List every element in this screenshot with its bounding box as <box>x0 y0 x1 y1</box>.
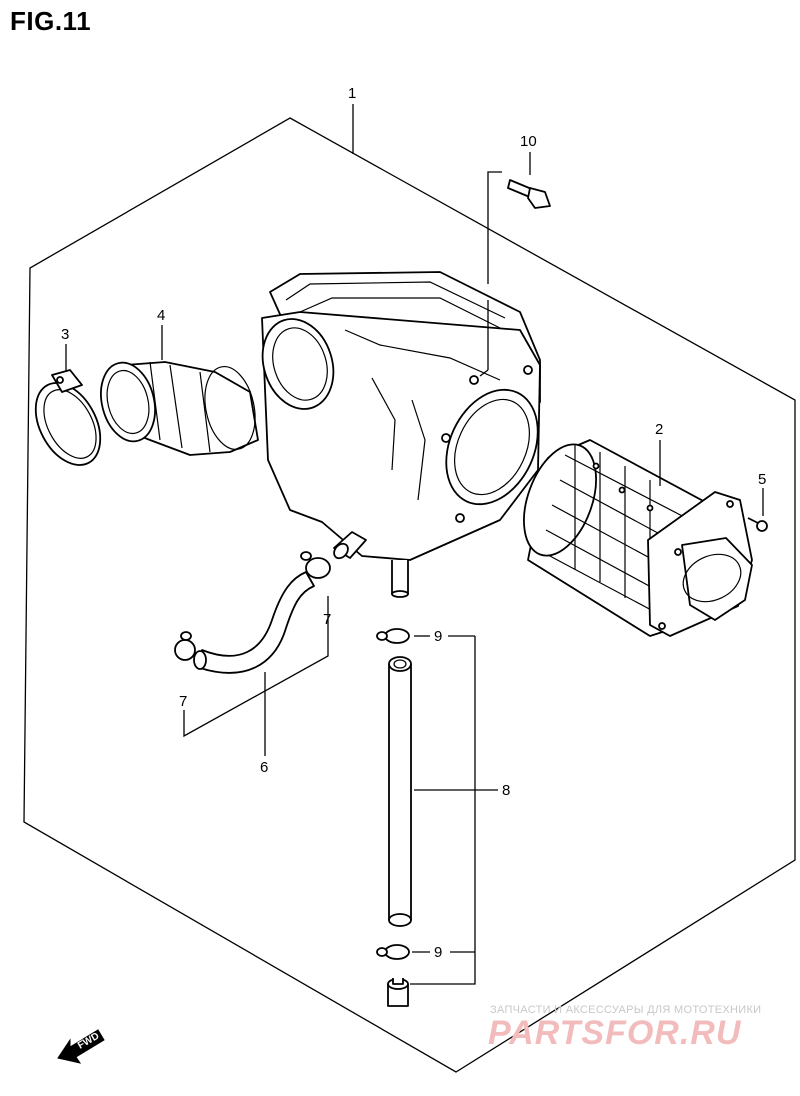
screw-5[interactable] <box>747 517 768 532</box>
tube-clip-lower[interactable] <box>376 944 410 960</box>
callout-10: 10 <box>520 133 537 150</box>
callout-2: 2 <box>655 421 663 438</box>
callout-8: 8 <box>502 782 510 799</box>
intake-pipe[interactable] <box>93 357 262 456</box>
watermark-brand: PARTSFOR.RU <box>488 1014 742 1052</box>
callout-7-lower: 7 <box>179 693 187 710</box>
air-cleaner-element[interactable] <box>510 435 753 637</box>
air-cleaner-case[interactable] <box>251 271 555 598</box>
hose-clamp[interactable] <box>23 369 114 476</box>
leader-lines <box>65 104 764 985</box>
hose-clip-upper[interactable] <box>300 551 331 579</box>
drain-plug[interactable] <box>387 978 409 1007</box>
callout-9-lower: 9 <box>434 944 442 961</box>
assembly-outline <box>23 117 796 1073</box>
callout-6: 6 <box>260 759 268 776</box>
bolt-10[interactable] <box>507 179 551 209</box>
callout-3: 3 <box>61 326 69 343</box>
callout-5: 5 <box>758 471 766 488</box>
figure-title: FIG.11 <box>10 6 92 36</box>
callout-1: 1 <box>348 85 356 102</box>
fwd-arrow-icon: FWD <box>57 1029 105 1064</box>
hose-clip-lower[interactable] <box>174 631 196 661</box>
tube-clip-upper[interactable] <box>376 628 410 644</box>
callout-9-upper: 9 <box>434 628 442 645</box>
watermark-subtitle: ЗАПЧАСТИ И АКСЕССУАРЫ ДЛЯ МОТОТЕХНИКИ <box>490 1004 762 1016</box>
drain-tube[interactable] <box>388 656 412 927</box>
drain-hose[interactable] <box>193 571 315 674</box>
callout-4: 4 <box>157 307 165 324</box>
callout-7-upper: 7 <box>323 611 331 628</box>
